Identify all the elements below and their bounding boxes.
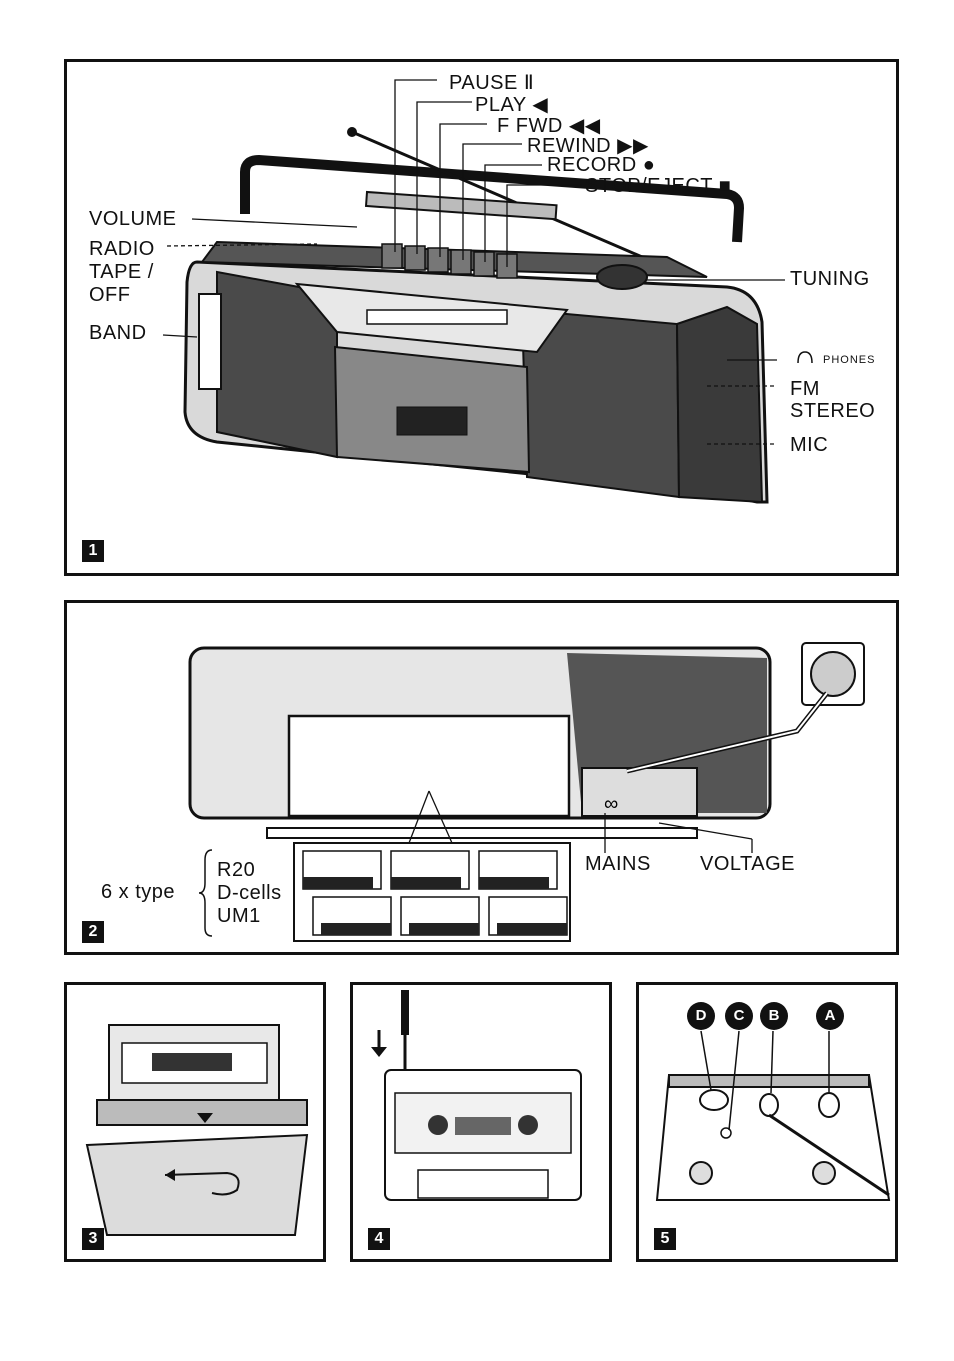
label-ffwd: F FWD ◀◀ (497, 115, 601, 137)
label-type-r20: R20 (217, 859, 256, 881)
cassette-tab-drawing (371, 990, 582, 1201)
label-record: RECORD ● (547, 154, 656, 176)
label-voltage: VOLTAGE (700, 853, 796, 875)
figure-number: 5 (654, 1228, 676, 1250)
label-band: BAND (89, 322, 147, 344)
label-radio: RADIO (89, 238, 155, 260)
label-stop-eject: STOP/EJECT ■ (585, 175, 732, 197)
figure-5-panel: D C B A 5 (636, 982, 898, 1262)
label-type-um1: UM1 (217, 905, 261, 927)
tape-head-drawing (655, 1030, 891, 1201)
label-play: PLAY ◀ (475, 94, 549, 116)
figure-number: 3 (82, 1228, 104, 1250)
marker-a: A (816, 1002, 844, 1030)
label-stereo: STEREO (790, 400, 876, 422)
figure-number: 1 (82, 540, 104, 562)
battery-compartment-drawing: ∞ (188, 642, 865, 942)
radio-cassette-drawing (162, 79, 813, 504)
label-fm: FM (790, 378, 820, 400)
svg-text:∞: ∞ (604, 793, 618, 815)
label-off: OFF (89, 284, 131, 306)
label-phones: PHONES (823, 354, 876, 366)
figure-1-panel: PAUSE Ⅱ PLAY ◀ F FWD ◀◀ REWIND ▶▶ RECORD… (64, 59, 899, 576)
label-mic: MIC (790, 434, 829, 456)
label-rewind: REWIND ▶▶ (527, 135, 649, 157)
figure-4-panel: 4 (350, 982, 612, 1262)
label-tuning: TUNING (790, 268, 870, 290)
figure-3-panel: 3 (64, 982, 326, 1262)
label-tape: TAPE / (89, 261, 154, 283)
label-mains: MAINS (585, 853, 651, 875)
label-pause: PAUSE Ⅱ (449, 72, 535, 94)
cassette-insert-drawing (85, 1024, 309, 1236)
figure-number: 2 (82, 921, 104, 943)
label-type-dcells: D-cells (217, 882, 282, 904)
marker-c: C (725, 1002, 753, 1030)
marker-d: D (687, 1002, 715, 1030)
figure-number: 4 (368, 1228, 390, 1250)
marker-b: B (760, 1002, 788, 1030)
label-volume: VOLUME (89, 208, 177, 230)
label-type-count: 6 x type (101, 881, 176, 903)
figure-2-panel: ∞ (64, 600, 899, 955)
